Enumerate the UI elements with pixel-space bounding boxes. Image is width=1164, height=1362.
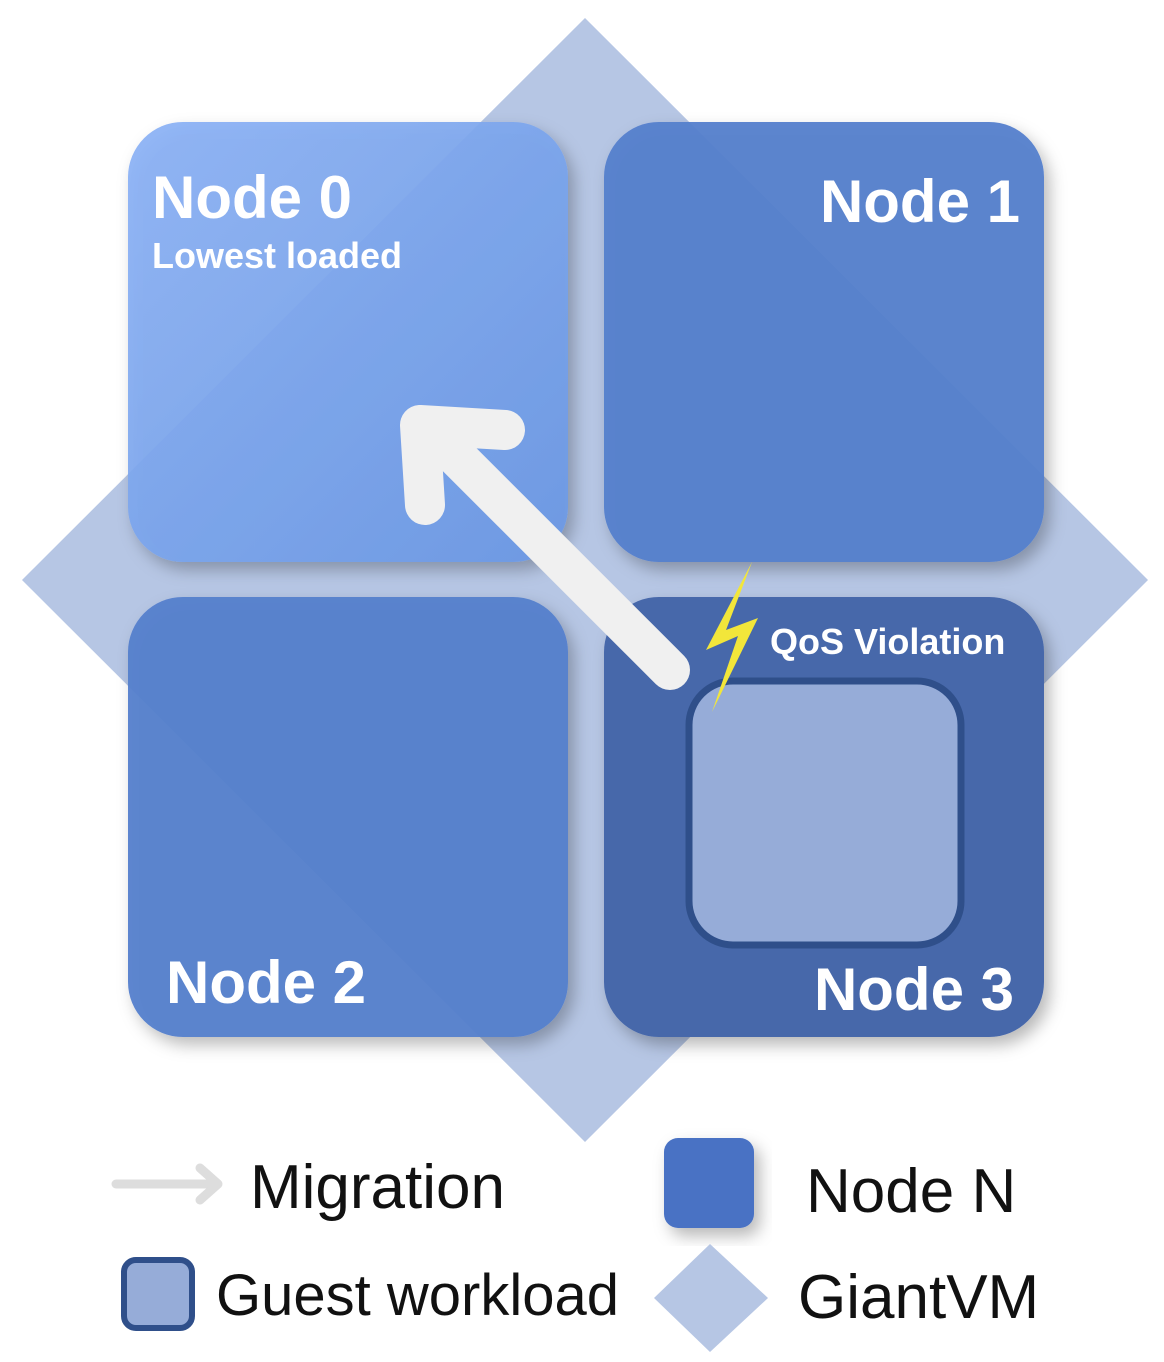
legend-node: Node N [664,1138,1016,1228]
legend-migration-label: Migration [250,1153,505,1222]
node-2-box: Node 2 [128,597,568,1037]
legend-guest: Guest workload [121,1257,619,1331]
legend: Migration Node N Guest workload GiantVM [111,1138,1039,1352]
guest-workload-box [685,677,965,949]
node-3-label: Node 3 [814,956,1014,1023]
node-0-label: Node 0 [152,164,352,231]
legend-guest-swatch [121,1257,195,1331]
qos-violation-label: QoS Violation [770,621,1005,662]
node-1-box: Node 1 [604,122,1044,562]
node-1-label: Node 1 [820,168,1020,235]
legend-node-swatch [664,1138,754,1228]
legend-giantvm-label: GiantVM [798,1263,1039,1332]
node-0-sublabel: Lowest loaded [152,235,402,276]
legend-migration: Migration [111,1153,505,1222]
legend-giantvm-swatch [654,1244,768,1352]
legend-node-label: Node N [806,1157,1016,1226]
legend-guest-label: Guest workload [216,1263,619,1328]
lightning-icon [706,562,758,712]
node-2-label: Node 2 [166,949,366,1016]
legend-giantvm: GiantVM [654,1244,1039,1352]
migration-arrow-icon [400,405,690,690]
